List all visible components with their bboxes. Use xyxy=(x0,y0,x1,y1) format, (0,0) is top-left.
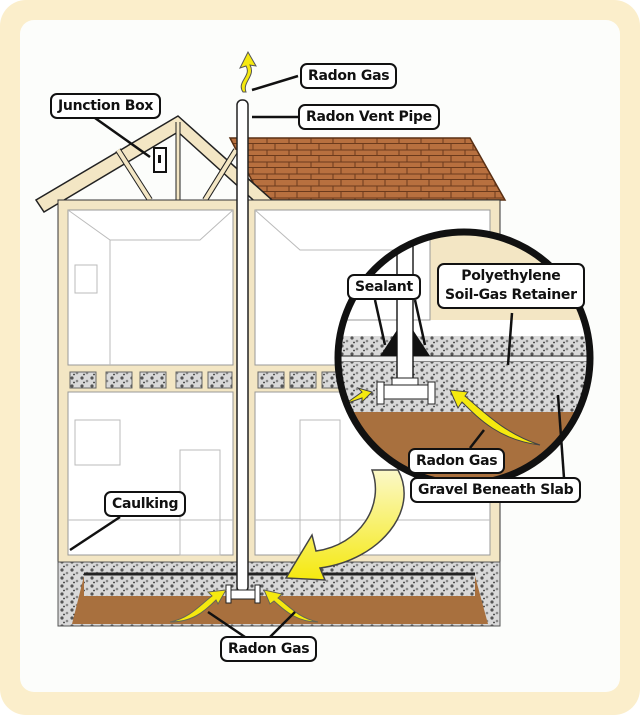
label-radon-gas-detail: Radon Gas xyxy=(408,448,506,474)
label-retainer-line2: Soil-Gas Retainer xyxy=(445,287,577,303)
junction-box-icon xyxy=(153,147,167,173)
roof xyxy=(34,115,507,214)
radon-inflow-arrow-right-icon xyxy=(263,589,319,623)
radon-exhaust-arrow-icon xyxy=(239,50,257,93)
label-retainer-line1: Polyethylene xyxy=(461,268,561,284)
label-caulking: Caulking xyxy=(104,491,187,517)
foundation xyxy=(57,561,501,627)
label-radon-vent-pipe: Radon Vent Pipe xyxy=(298,104,440,130)
radon-vent-pipe xyxy=(225,99,261,604)
leader-lines xyxy=(69,74,566,639)
label-sealant: Sealant xyxy=(347,274,421,300)
label-junction-box: Junction Box xyxy=(50,93,162,119)
radon-inflow-arrow-left-icon xyxy=(169,589,227,623)
label-radon-gas-top: Radon Gas xyxy=(300,63,398,89)
label-polyethylene-retainer: Polyethylene Soil-Gas Retainer xyxy=(437,263,585,309)
label-radon-gas-bottom: Radon Gas xyxy=(220,636,318,662)
label-gravel-beneath-slab: Gravel Beneath Slab xyxy=(410,477,582,503)
detail-pointer-arrow-icon xyxy=(284,469,405,581)
